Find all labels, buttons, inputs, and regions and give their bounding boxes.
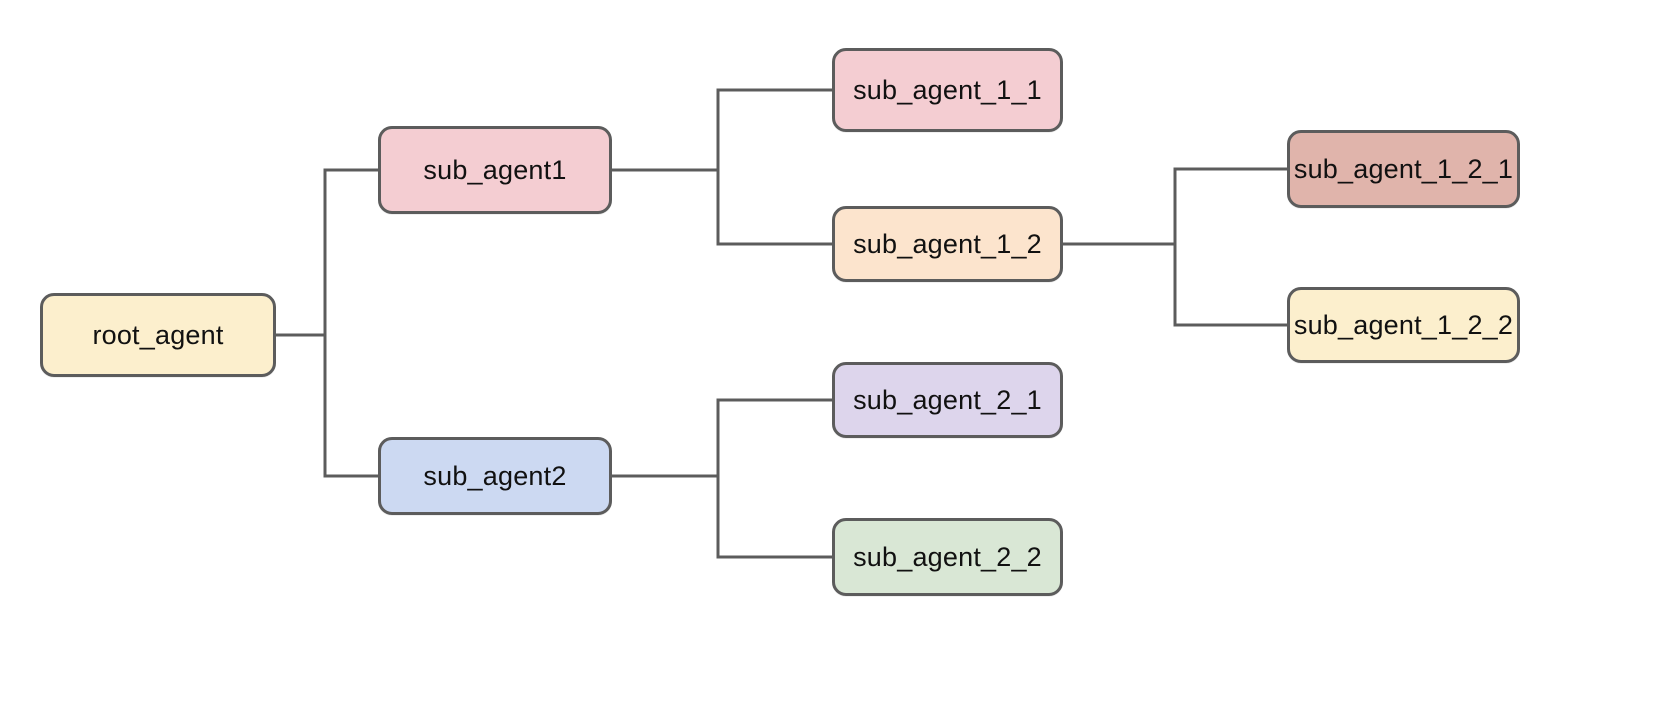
- node-label: root_agent: [92, 319, 224, 350]
- node-sub_agent_1_2_1[interactable]: sub_agent_1_2_1: [1287, 130, 1520, 208]
- node-sub_agent_2_1[interactable]: sub_agent_2_1: [832, 362, 1063, 438]
- node-sub_agent_2_2[interactable]: sub_agent_2_2: [832, 518, 1063, 596]
- node-root_agent[interactable]: root_agent: [40, 293, 276, 377]
- node-label: sub_agent_1_2_2: [1293, 309, 1514, 340]
- node-sub_agent_1_2_2[interactable]: sub_agent_1_2_2: [1287, 287, 1520, 363]
- edge-sub_agent1-to-sub_agent_1_1: [612, 88, 832, 172]
- edge-sub_agent_1_2-to-sub_agent_1_2_1: [1063, 167, 1287, 246]
- node-label: sub_agent_1_2: [853, 228, 1042, 259]
- edge-root_agent-to-sub_agent1: [276, 168, 378, 337]
- node-sub_agent_1_1[interactable]: sub_agent_1_1: [832, 48, 1063, 132]
- edge-sub_agent2-to-sub_agent_2_1: [612, 398, 832, 478]
- node-label: sub_agent2: [423, 460, 567, 491]
- node-sub_agent2[interactable]: sub_agent2: [378, 437, 612, 515]
- node-label: sub_agent_1_2_1: [1293, 153, 1514, 184]
- node-label: sub_agent_1_1: [853, 74, 1042, 105]
- edge-sub_agent1-to-sub_agent_1_2: [612, 168, 832, 246]
- node-label: sub_agent_2_1: [853, 384, 1042, 415]
- edge-sub_agent2-to-sub_agent_2_2: [612, 474, 832, 559]
- node-sub_agent1[interactable]: sub_agent1: [378, 126, 612, 214]
- node-label: sub_agent1: [423, 154, 567, 185]
- edge-root_agent-to-sub_agent2: [276, 333, 378, 478]
- node-sub_agent_1_2[interactable]: sub_agent_1_2: [832, 206, 1063, 282]
- edge-sub_agent_1_2-to-sub_agent_1_2_2: [1063, 242, 1287, 327]
- node-label: sub_agent_2_2: [853, 541, 1042, 572]
